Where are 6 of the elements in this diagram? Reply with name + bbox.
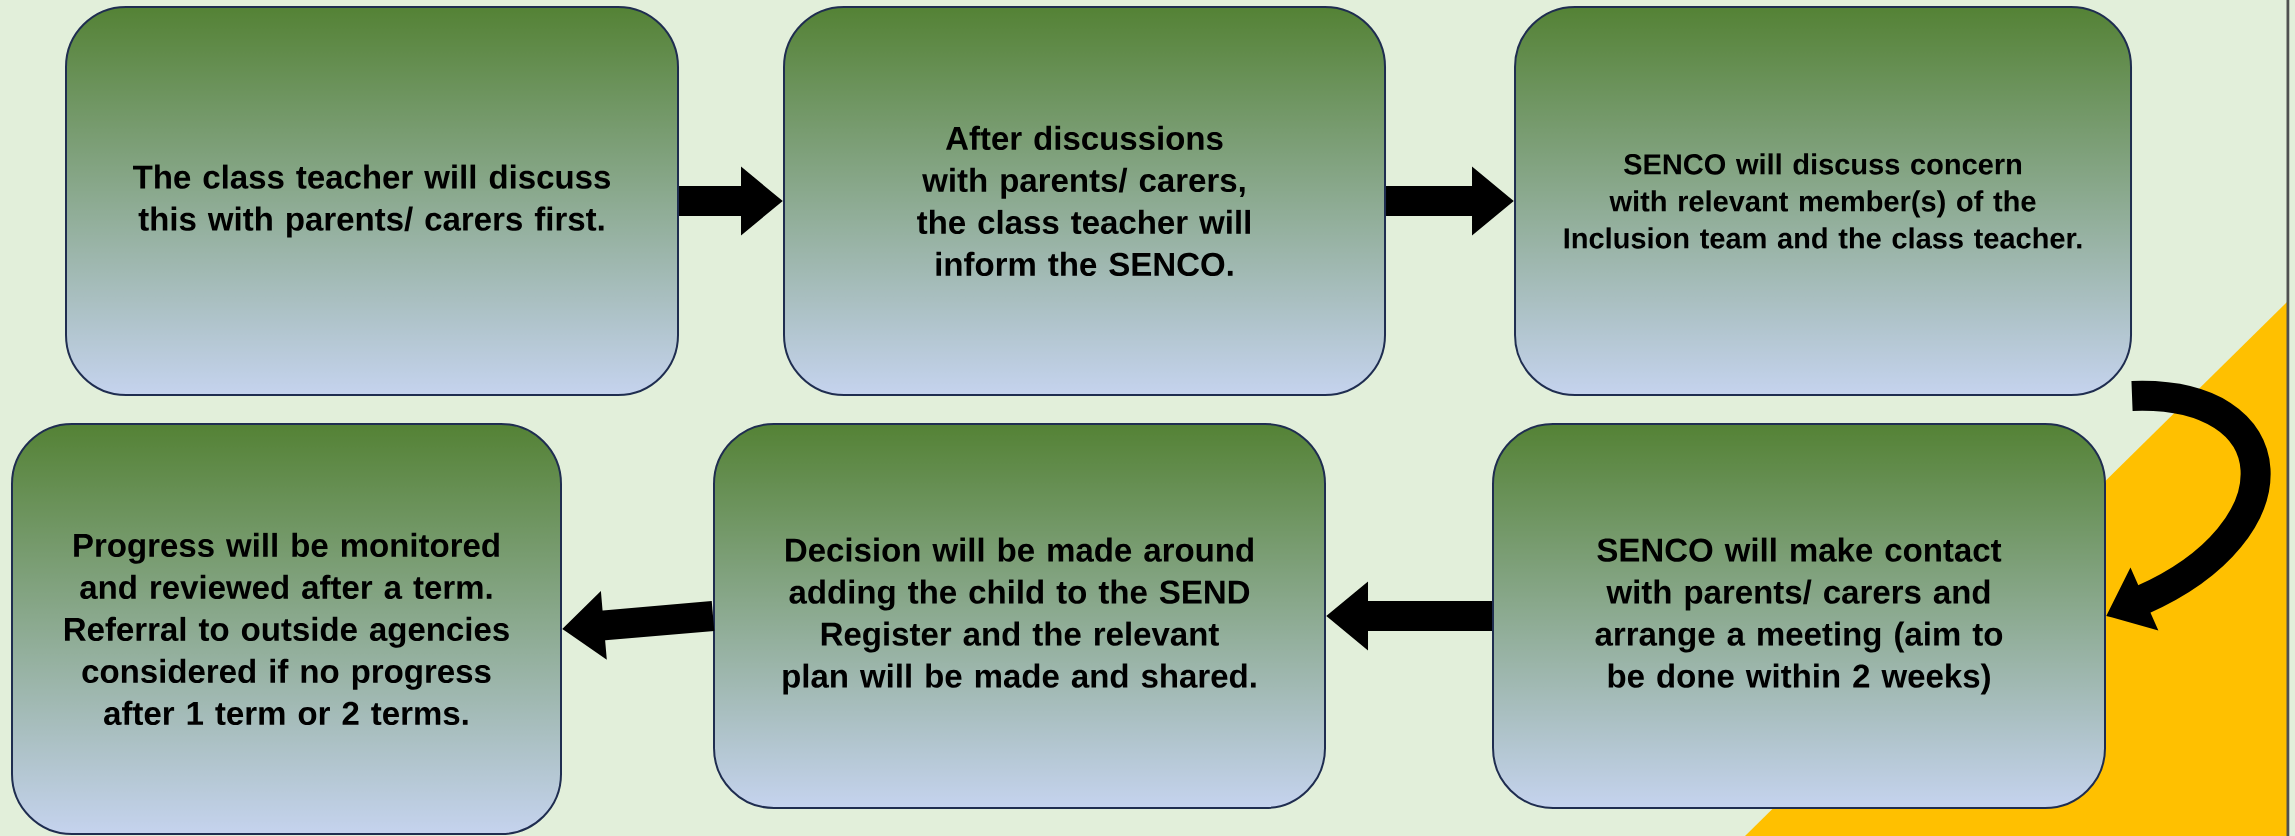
process-box: After discussions with parents/ carers, the class teacher will inform the SENCO. bbox=[783, 6, 1386, 396]
process-box: SENCO will discuss concern with relevant member(s) of the Inclusion team and the class teacher. bbox=[1514, 6, 2132, 396]
process-box: Progress will be monitored and reviewed after a term. Referral to outside agencies considered if no progress after 1 term or 2 terms. bbox=[11, 423, 562, 835]
process-box: SENCO will make contact with parents/ carers and arrange a meeting (aim to be done within 2 weeks) bbox=[1492, 423, 2106, 809]
process-box: The class teacher will discuss this with parents/ carers first. bbox=[65, 6, 679, 396]
process-box: Decision will be made around adding the child to the SEND Register and the relevant plan will be made and shared. bbox=[713, 423, 1326, 809]
